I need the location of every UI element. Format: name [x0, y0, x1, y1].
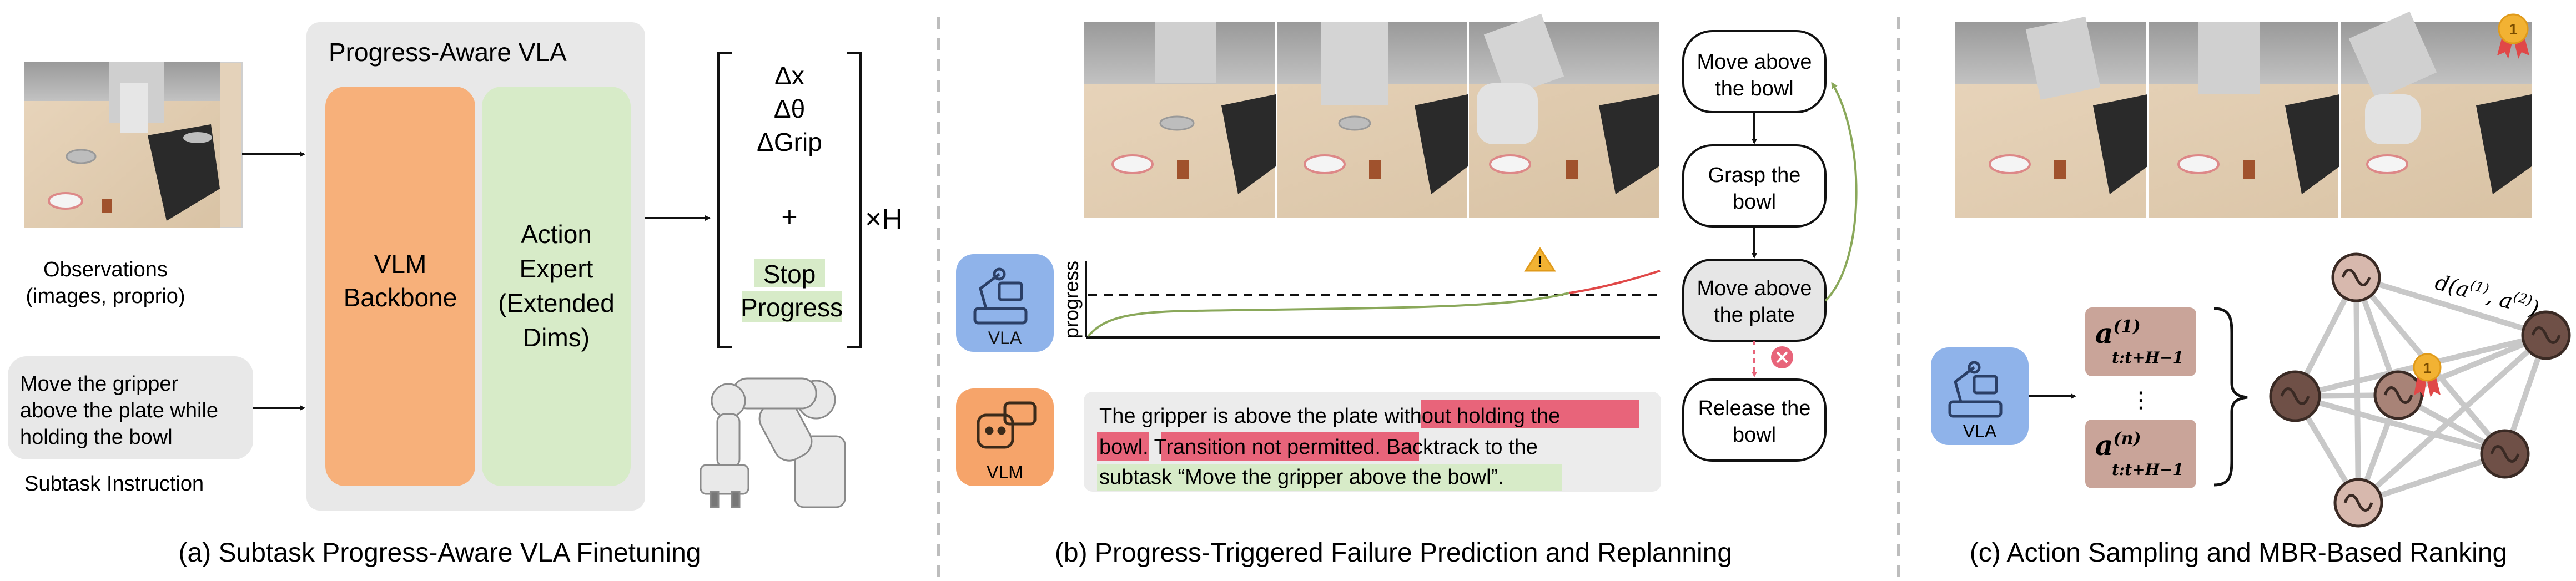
progress-highlight	[742, 291, 842, 322]
medal-digit: 1	[2509, 21, 2518, 38]
vlm-backbone-block	[325, 87, 475, 486]
caption-a: (a) Subtask Progress-Aware VLA Finetunin…	[179, 538, 701, 568]
vla-badge-label: VLA	[988, 328, 1022, 348]
plan-step-2-text-1: Grasp the	[1708, 164, 1801, 187]
highlight-backtrack	[1097, 464, 1562, 491]
instruction-line-1: Move the gripper	[20, 372, 178, 396]
sample-vdots: ⋮	[2130, 388, 2152, 412]
output-dgrip: ΔGrip	[757, 128, 822, 156]
best-candidate-medal: 1	[2497, 13, 2529, 59]
vlm-reasoning-line-3: subtask “Move the gripper above the bowl…	[1099, 466, 1504, 489]
samples-brace	[2213, 307, 2248, 487]
highlight-bowl	[1097, 432, 1149, 461]
sample-first-subscript: t:t+H−1	[2112, 348, 2183, 367]
vlm-badge	[956, 388, 1054, 486]
robot-arm-illustration	[700, 377, 846, 508]
plan-step-1-text-1: Move above	[1697, 50, 1812, 74]
subtask-plan: Move above the bowl Grasp the bowl Move …	[1682, 30, 1858, 462]
sample-first	[2085, 307, 2196, 376]
sample-last-subscript: t:t+H−1	[2112, 461, 2183, 479]
warning-glyph: !	[1537, 253, 1543, 271]
progress-plot: ! progress	[1060, 247, 1661, 339]
vlm-badge-label: VLM	[987, 462, 1023, 482]
model-title: Progress-Aware VLA	[329, 38, 567, 67]
chatbot-icon	[977, 401, 1037, 449]
horizon-multiplier: ×H	[865, 203, 903, 235]
vlm-backbone-label-1: VLM	[374, 250, 427, 279]
progress-curve-failure	[1568, 270, 1661, 294]
panel-c: 1 VLA a(1) t:t+H−1 ⋮ a(n) t:t+H−1	[1931, 11, 2571, 568]
panel-a: Observations (images, proprio) Move the …	[8, 22, 903, 568]
caption-b: (b) Progress-Triggered Failure Predictio…	[1055, 538, 1732, 568]
plan-step-1-text-2: the bowl	[1715, 77, 1794, 100]
caption-c: (c) Action Sampling and MBR-Based Rankin…	[1970, 538, 2507, 568]
plan-step-2-text-2: bowl	[1733, 190, 1776, 214]
plan-step-4-text-2: bowl	[1733, 423, 1776, 447]
observation-images	[24, 62, 243, 228]
sample-last	[2085, 420, 2196, 488]
progress-curve-normal	[1087, 292, 1569, 337]
plan-step-3-text-2: the plate	[1714, 304, 1795, 327]
sample-last-label: a(n)	[2095, 429, 2141, 462]
instruction-line-2: above the plate while	[20, 399, 218, 422]
robot-icon-c	[1948, 361, 2003, 418]
graph-nodes	[2269, 252, 2571, 528]
output-progress: Progress	[741, 293, 843, 322]
output-plus: +	[781, 201, 797, 233]
instruction-box	[8, 356, 253, 459]
output-dtheta: Δθ	[774, 94, 805, 123]
vla-badge-c-label: VLA	[1963, 421, 1997, 441]
instruction-line-3: holding the bowl	[20, 426, 173, 449]
output-stop: Stop	[763, 260, 816, 289]
action-expert-label-4: Dims)	[523, 323, 590, 352]
stop-highlight	[754, 259, 825, 287]
graph-medal-digit: 1	[2423, 360, 2431, 376]
backtrack-arrow	[1824, 82, 1858, 302]
vla-badge-c	[1931, 347, 2029, 445]
candidate-image-strip	[1955, 11, 2532, 218]
observations-label: Observations	[43, 258, 168, 281]
action-expert-block	[482, 87, 631, 486]
plan-step-3-text-1: Move above	[1697, 277, 1812, 300]
plan-step-move-above-plate	[1682, 259, 1827, 342]
instruction-caption: Subtask Instruction	[24, 472, 204, 496]
robot-icon	[973, 267, 1028, 325]
vlm-backbone-label-2: Backbone	[344, 283, 457, 312]
output-bracket-left	[717, 52, 732, 348]
graph-medal: 1	[2413, 353, 2442, 397]
vla-badge	[956, 254, 1054, 352]
panel-b: VLA ! progress VLM The gripper is above …	[956, 13, 1858, 568]
vlm-reasoning-line-1: The gripper is above the plate without h…	[1099, 405, 1560, 428]
action-expert-label-3: (Extended	[498, 289, 615, 317]
action-expert-label-2: Expert	[520, 254, 593, 283]
observations-sublabel: (images, proprio)	[26, 285, 185, 308]
output-bracket-right	[847, 52, 862, 348]
highlight-transition	[1161, 432, 1419, 461]
distance-label: d(a(1), a(2))	[2433, 268, 2542, 321]
plan-step-release-bowl	[1682, 378, 1827, 462]
warning-icon	[1524, 247, 1556, 272]
plan-step-4-text-1: Release the	[1698, 397, 1811, 420]
rollout-image-strip	[1084, 13, 1659, 218]
sample-first-label: a(1)	[2095, 317, 2141, 350]
vlm-reasoning-line-2: bowl. Transition not permitted. Backtrac…	[1099, 436, 1538, 459]
highlight-without-holding	[1421, 400, 1639, 428]
output-dx: Δx	[774, 61, 804, 90]
action-expert-label-1: Action	[521, 220, 592, 249]
progress-axis-label: progress	[1060, 261, 1083, 339]
